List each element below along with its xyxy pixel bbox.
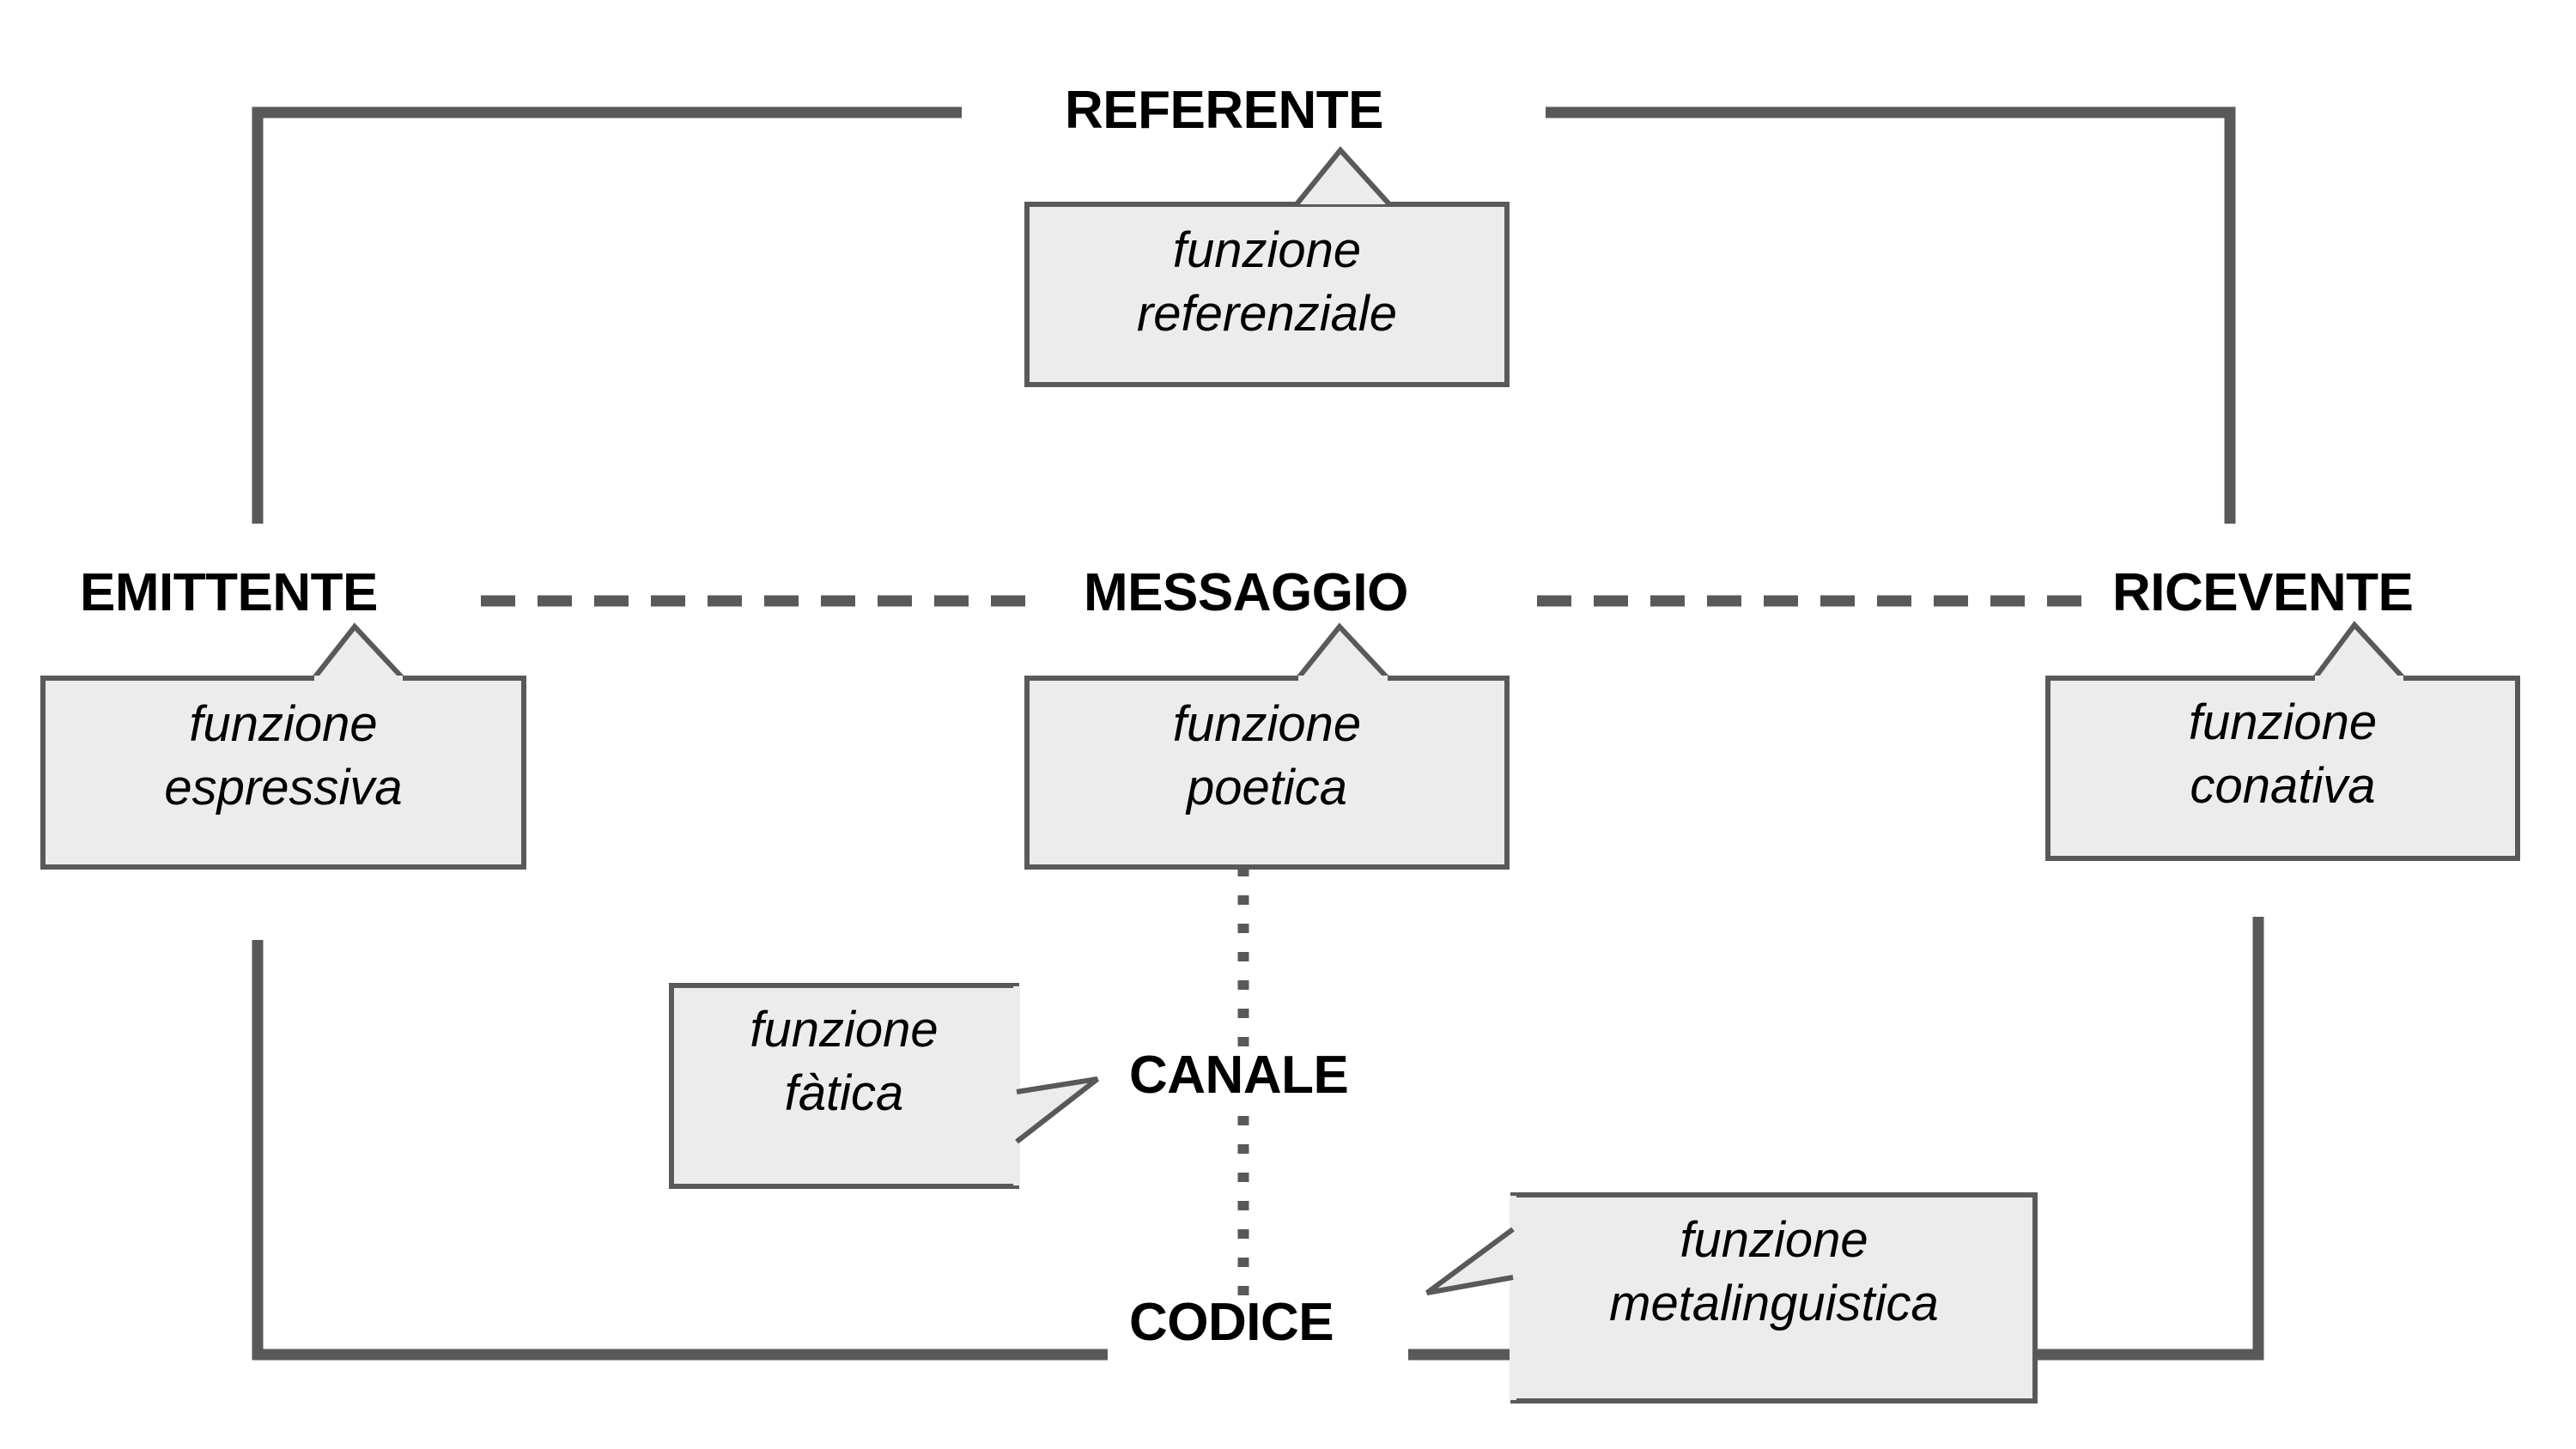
callout-line-1: funzione xyxy=(2188,694,2378,750)
callout-line-2: metalinguistica xyxy=(1609,1276,1939,1332)
callout-tail-conativa xyxy=(2312,621,2407,682)
callout-line-2: espressiva xyxy=(164,760,403,816)
callout-tail-referenziale xyxy=(1294,146,1392,207)
connector-frame-bottom-left xyxy=(252,940,1108,1361)
callout-text-conativa: funzione conativa xyxy=(2048,691,2518,818)
callout-text-espressiva: funzione espressiva xyxy=(43,693,524,820)
callout-line-2: fàtica xyxy=(784,1065,904,1122)
node-label-codice: CODICE xyxy=(1129,1293,1334,1352)
callout-tail-poetica xyxy=(1295,622,1391,682)
callout-line-2: conativa xyxy=(2190,758,2376,815)
callout-tail-espressiva xyxy=(311,622,406,682)
callout-line-1: funzione xyxy=(1680,1212,1868,1268)
node-label-canale: CANALE xyxy=(1129,1046,1349,1105)
callout-line-1: funzione xyxy=(1172,696,1362,752)
callout-line-2: referenziale xyxy=(1136,286,1398,343)
callout-line-1: funzione xyxy=(189,696,378,752)
callout-tail-fatica xyxy=(1015,1076,1099,1144)
callout-line-1: funzione xyxy=(1172,222,1362,278)
node-label-ricevente: RICEVENTE xyxy=(2112,563,2414,622)
callout-text-metalinguistica: funzione metalinguistica xyxy=(1513,1209,2035,1336)
callout-text-referenziale: funzione referenziale xyxy=(1027,219,1507,346)
callout-line-1: funzione xyxy=(750,1002,939,1058)
node-label-referente: REFERENTE xyxy=(1065,81,1383,140)
callout-line-2: poetica xyxy=(1186,760,1348,816)
node-label-emittente: EMITTENTE xyxy=(80,563,378,622)
callout-text-poetica: funzione poetica xyxy=(1027,693,1507,820)
callout-tail-metalinguistica xyxy=(1425,1227,1515,1295)
callout-text-fatica: funzione fàtica xyxy=(671,998,1017,1125)
connector-frame-right xyxy=(1546,106,2236,524)
connector-frame-left xyxy=(252,106,962,524)
node-label-messaggio: MESSAGGIO xyxy=(1084,563,1408,622)
